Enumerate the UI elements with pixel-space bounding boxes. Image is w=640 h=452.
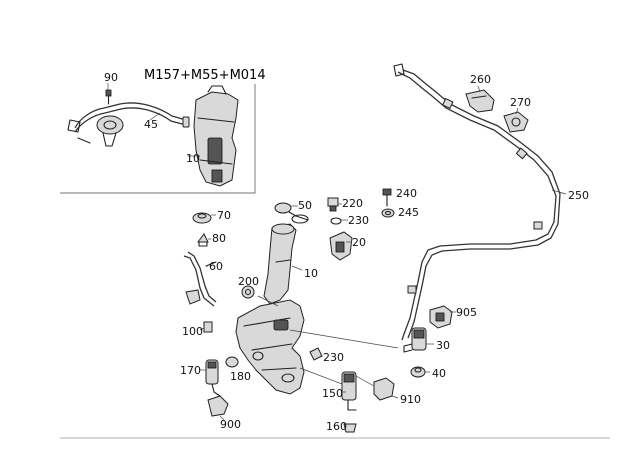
inset-title: M157+M55+M014 xyxy=(144,68,266,83)
washer-pump-170 xyxy=(205,359,221,397)
callout-20: 20 xyxy=(352,236,366,249)
callout-150: 150 xyxy=(322,387,343,400)
grommet-80-icon xyxy=(197,233,209,247)
washer-pump-30 xyxy=(403,327,427,353)
callout-70: 70 xyxy=(217,209,231,222)
callout-50: 50 xyxy=(298,199,312,212)
level-switch-20 xyxy=(329,231,353,261)
connector-910 xyxy=(373,377,395,401)
callout-160: 160 xyxy=(326,420,347,433)
washer-pump-150 xyxy=(341,371,357,411)
callout-230-top: 230 xyxy=(348,214,369,227)
inset-screw-icon xyxy=(105,89,112,105)
cap-70-icon xyxy=(192,212,212,224)
callout-60: 60 xyxy=(209,260,223,273)
callout-10: 10 xyxy=(304,267,318,280)
callout-180: 180 xyxy=(230,370,251,383)
grommet-200-icon xyxy=(241,285,255,299)
screw-240-icon xyxy=(382,188,392,207)
callout-260: 260 xyxy=(470,73,491,86)
callout-910: 910 xyxy=(400,393,421,406)
washer-hose-line xyxy=(393,63,561,341)
connector-905 xyxy=(429,305,453,329)
inset-reservoir xyxy=(193,85,239,187)
inset-hose xyxy=(67,102,190,147)
callout-10-inset: 10 xyxy=(186,152,200,165)
callout-230-bottom: 230 xyxy=(323,351,344,364)
callout-90: 90 xyxy=(104,71,118,84)
hose-bracket-260 xyxy=(465,89,495,113)
callout-900: 900 xyxy=(220,418,241,431)
callout-30: 30 xyxy=(436,339,450,352)
callout-100: 100 xyxy=(182,325,203,338)
callout-240: 240 xyxy=(396,187,417,200)
callout-220: 220 xyxy=(342,197,363,210)
callout-45: 45 xyxy=(144,118,158,131)
callout-170: 170 xyxy=(180,364,201,377)
connector-900 xyxy=(207,395,229,417)
filler-cap-50 xyxy=(274,202,309,224)
grommet-160-icon xyxy=(343,423,357,433)
callout-40: 40 xyxy=(432,367,446,380)
callout-270: 270 xyxy=(510,96,531,109)
seal-ring-230-icon xyxy=(330,217,342,225)
hose-clip-270 xyxy=(503,111,529,133)
callout-250: 250 xyxy=(568,189,589,202)
cap-220-icon xyxy=(327,197,339,212)
inset-border xyxy=(60,84,256,194)
filler-hose-60 xyxy=(183,251,217,307)
main-reservoir xyxy=(235,223,305,395)
clip-230-bottom-icon xyxy=(309,347,323,361)
grommet-180-icon xyxy=(225,356,239,368)
clip-100-icon xyxy=(203,321,213,333)
callout-245: 245 xyxy=(398,206,419,219)
callout-200: 200 xyxy=(238,275,259,288)
grommet-245-icon xyxy=(381,208,395,218)
grommet-40-icon xyxy=(410,366,426,378)
callout-80: 80 xyxy=(212,232,226,245)
callout-905: 905 xyxy=(456,306,477,319)
inset-panel: M157+M55+M014 90 45 xyxy=(60,68,266,194)
